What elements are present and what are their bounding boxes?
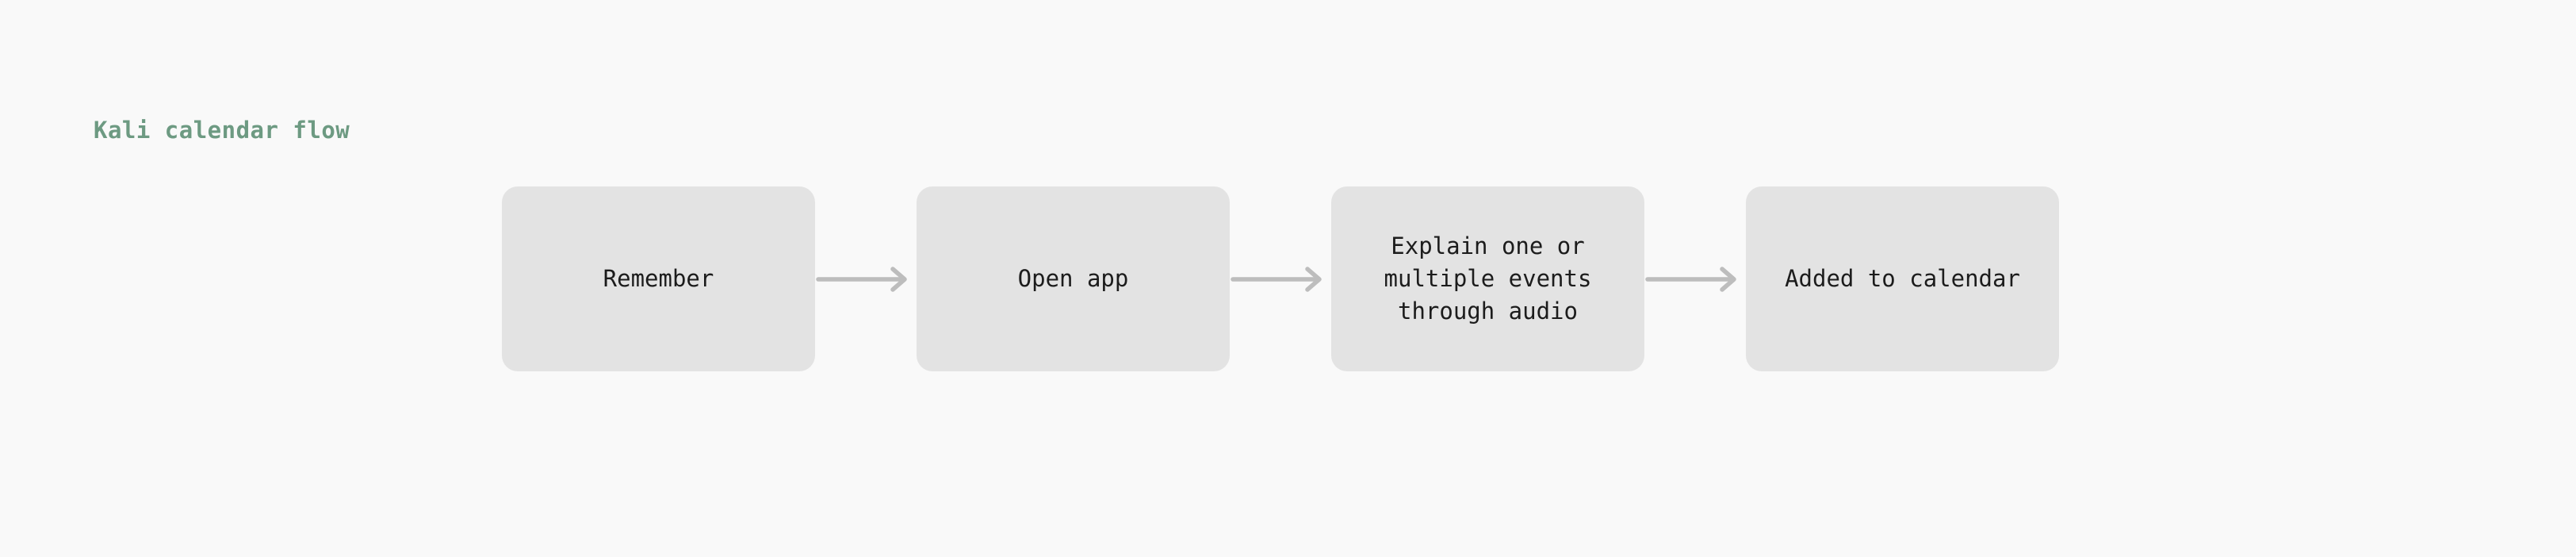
- page-title: Kali calendar flow: [94, 117, 350, 144]
- flow-node-label: Explain one or multiple events through a…: [1384, 232, 1592, 325]
- flow-node-label: Added to calendar: [1785, 264, 2020, 292]
- flow-node-open-app[interactable]: Open app: [917, 186, 1230, 371]
- flow-node-label: Remember: [603, 264, 714, 292]
- flow-node-explain-events[interactable]: Explain one or multiple events through a…: [1331, 186, 1644, 371]
- flow-node-added-to-calendar[interactable]: Added to calendar: [1746, 186, 2059, 371]
- arrow-right-icon: [1230, 263, 1331, 295]
- flow-node-label: Open app: [1017, 264, 1129, 292]
- arrow-right-icon: [815, 263, 917, 295]
- flow-node-remember[interactable]: Remember: [502, 186, 815, 371]
- flow-chart: Remember Open app Explain one or multipl…: [502, 186, 2059, 371]
- arrow-right-icon: [1644, 263, 1746, 295]
